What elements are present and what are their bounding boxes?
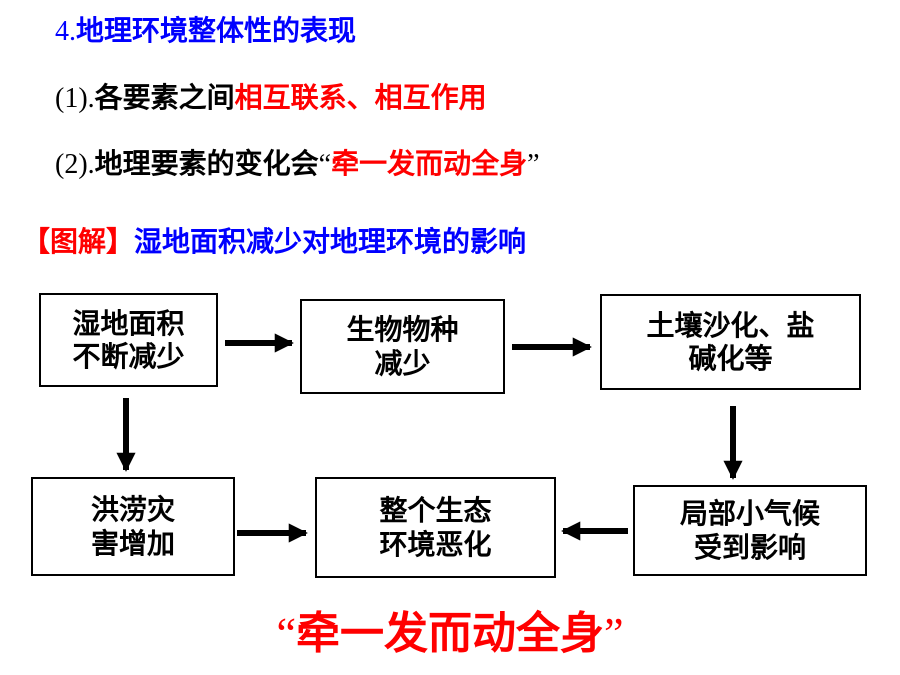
slogan-quote-close: ” bbox=[604, 609, 624, 658]
box-climate-line-2: 受到影响 bbox=[693, 530, 806, 564]
diagram-title: 【图解】湿地面积减少对地理环境的影响 bbox=[22, 228, 526, 256]
diagram-tag: 【图解】 bbox=[22, 225, 135, 258]
slogan-quote-open: “ bbox=[276, 609, 296, 658]
box-species-line-1: 生物物种 bbox=[346, 313, 459, 347]
slogan: “牵一发而动全身” bbox=[0, 612, 900, 656]
box-flood-increase: 洪涝灾 害增加 bbox=[31, 477, 235, 576]
box-soil-line-2: 碱化等 bbox=[688, 342, 773, 375]
heading-title: 地理环境整体性的表现 bbox=[76, 14, 357, 47]
box-wetland-line-2: 不断减少 bbox=[72, 340, 185, 373]
point-1-prefix: 各要素之间 bbox=[94, 81, 235, 114]
box-climate-line-1: 局部小气候 bbox=[679, 497, 820, 531]
point-1-highlight: 相互联系、相互作用 bbox=[234, 81, 487, 114]
box-flood-line-1: 洪涝灾 bbox=[90, 493, 175, 527]
point-2-prefix: 地理要素的变化会 bbox=[94, 147, 319, 180]
diagram-title-text: 湿地面积减少对地理环境的影响 bbox=[134, 225, 527, 258]
box-environment-line-2: 环境恶化 bbox=[379, 527, 492, 561]
box-flood-line-2: 害增加 bbox=[90, 526, 175, 560]
box-species-line-2: 减少 bbox=[374, 346, 431, 380]
box-wetland-decrease: 湿地面积 不断减少 bbox=[39, 293, 218, 387]
box-environment-line-1: 整个生态 bbox=[379, 494, 492, 528]
box-soil-degradation: 土壤沙化、盐 碱化等 bbox=[600, 294, 861, 390]
point-1-number: (1). bbox=[55, 83, 95, 114]
point-2-highlight: 牵一发而动全身 bbox=[331, 147, 528, 180]
slogan-text: 牵一发而动全身 bbox=[296, 608, 604, 659]
point-2-quote-open: “ bbox=[318, 149, 332, 180]
box-environment-deterioration: 整个生态 环境恶化 bbox=[315, 477, 556, 578]
point-1: (1).各要素之间相互联系、相互作用 bbox=[55, 84, 487, 113]
point-2-number: (2). bbox=[55, 149, 95, 180]
heading-number: 4. bbox=[55, 16, 76, 47]
box-soil-line-1: 土壤沙化、盐 bbox=[646, 308, 815, 342]
section-heading: 4.地理环境整体性的表现 bbox=[55, 17, 356, 46]
point-2: (2).地理要素的变化会“牵一发而动全身” bbox=[55, 150, 540, 179]
box-wetland-line-1: 湿地面积 bbox=[72, 306, 185, 340]
box-species-decrease: 生物物种 减少 bbox=[300, 299, 505, 394]
point-2-quote-close: ” bbox=[527, 149, 540, 180]
box-microclimate-affected: 局部小气候 受到影响 bbox=[633, 485, 867, 576]
